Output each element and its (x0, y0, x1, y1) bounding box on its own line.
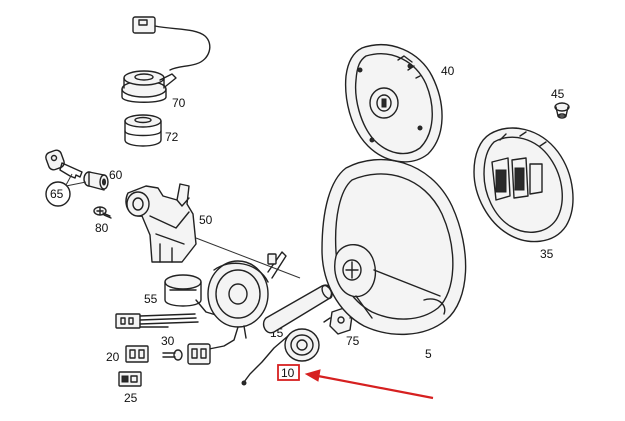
steering-column-tube (262, 284, 333, 334)
callout-55: 55 (144, 292, 158, 306)
part-60-lock-cylinder[interactable] (83, 171, 109, 191)
part-50-lock-housing[interactable] (125, 183, 197, 263)
callout-75: 75 (346, 334, 360, 348)
part-30-bolt[interactable] (162, 349, 183, 361)
callout-45: 45 (551, 87, 565, 101)
callout-5: 5 (425, 347, 432, 361)
callout-72: 72 (165, 130, 179, 144)
part-45-bolt[interactable] (554, 102, 570, 119)
callout-30: 30 (161, 334, 175, 348)
part-70-ignition-ring[interactable] (121, 16, 211, 103)
part-80-screw[interactable] (93, 206, 112, 219)
part-25-connector[interactable] (118, 371, 142, 387)
callout-60: 60 (109, 168, 123, 182)
callout-65: 65 (50, 187, 64, 201)
part-65-key[interactable] (44, 149, 83, 179)
callout-80: 80 (95, 221, 109, 235)
callout-35: 35 (540, 247, 554, 261)
part-10-clock-spring[interactable] (241, 328, 320, 386)
callout-20: 20 (106, 350, 120, 364)
callout-10: 10 (281, 366, 295, 380)
callout-50: 50 (199, 213, 213, 227)
part-75-bracket[interactable] (323, 307, 357, 335)
part-55-switch-module[interactable] (115, 274, 227, 329)
part-15-combination-switch[interactable] (187, 251, 287, 365)
part-20-connector[interactable] (125, 345, 149, 363)
part-35-airbag-cover[interactable] (473, 127, 574, 243)
callout-40: 40 (441, 64, 455, 78)
highlight-arrow (304, 369, 434, 400)
callout-70: 70 (172, 96, 186, 110)
callout-25: 25 (124, 391, 138, 405)
part-5-steering-wheel[interactable] (321, 158, 467, 335)
part-72-grommet[interactable] (124, 114, 162, 147)
callout-10-highlight-box (277, 364, 300, 381)
callout-65-circle (45, 181, 71, 207)
part-40-airbag-module[interactable] (344, 44, 443, 163)
